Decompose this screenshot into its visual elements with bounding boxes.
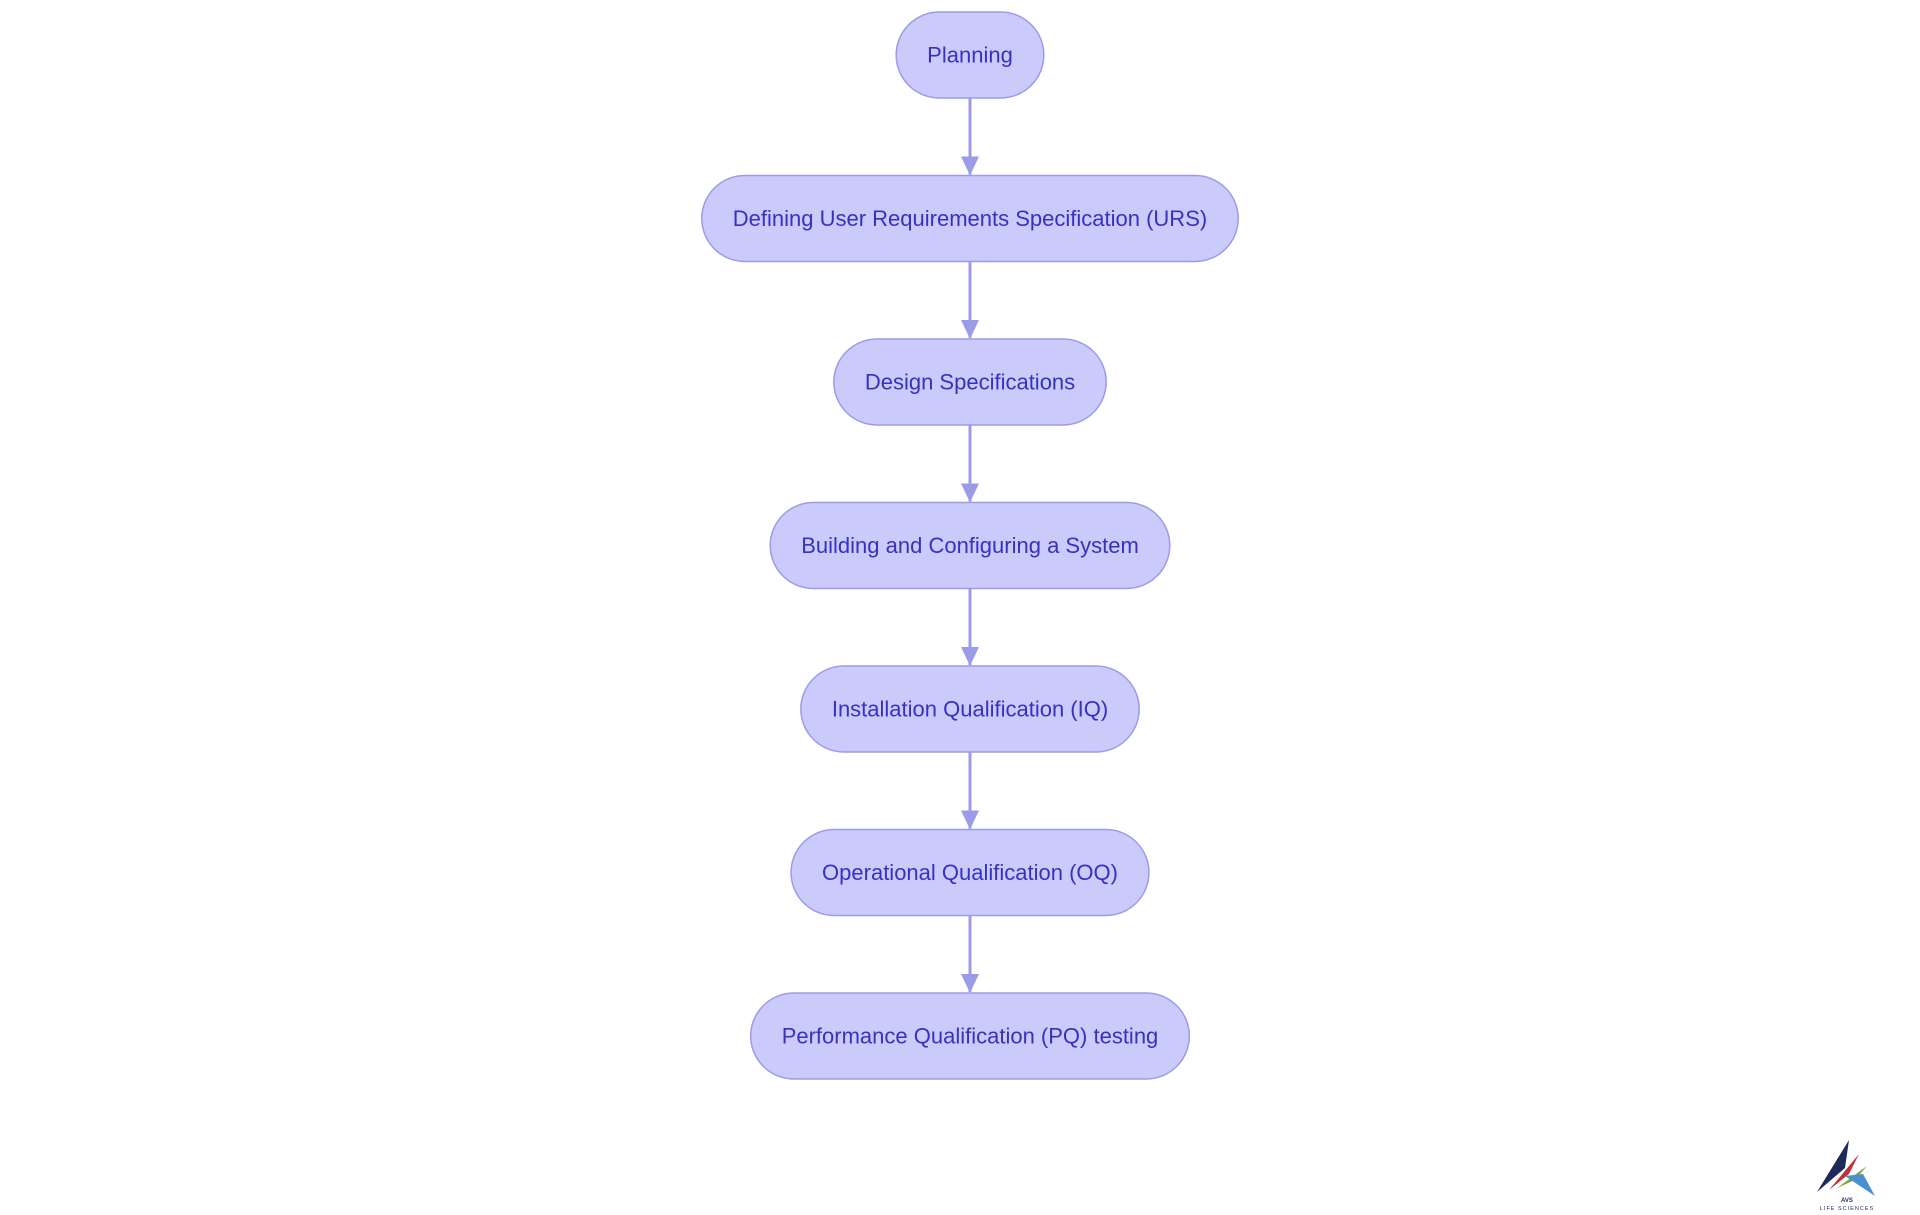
arrowhead: [961, 320, 979, 339]
flow-node-label: Installation Qualification (IQ): [832, 697, 1108, 722]
flow-node-shape: [749, 992, 1191, 1080]
arrowhead: [961, 810, 979, 830]
arrowhead: [961, 483, 979, 503]
edges: [961, 98, 979, 993]
flow-node-shape: [790, 828, 1150, 917]
flow-node-shape: [701, 174, 1239, 263]
flow-node-4: Building and Configuring a System: [769, 501, 1171, 590]
flow-node-label: Operational Qualification (OQ): [822, 860, 1118, 885]
flow-node-6: Operational Qualification (OQ): [790, 828, 1150, 917]
flow-node-label: Planning: [927, 43, 1013, 68]
flow-node-shape: [833, 338, 1107, 426]
logo-wordmark-top: AVS: [1841, 1198, 1853, 1204]
flow-node-2: Defining User Requirements Specification…: [701, 174, 1239, 263]
flow-node-label: Design Specifications: [865, 370, 1075, 395]
flow-node-shape: [800, 665, 1140, 753]
flow-node-1: Planning: [895, 11, 1045, 99]
arrowhead: [961, 647, 979, 666]
flow-node-label: Performance Qualification (PQ) testing: [782, 1024, 1159, 1049]
flow-node-7: Performance Qualification (PQ) testing: [749, 992, 1191, 1080]
flow-node-5: Installation Qualification (IQ): [800, 665, 1140, 753]
flow-node-label: Building and Configuring a System: [801, 533, 1139, 558]
flow-node-label: Defining User Requirements Specification…: [733, 206, 1207, 231]
avs-life-sciences-logo: AVS LIFE SCIENCES: [1817, 1140, 1875, 1212]
flow-node-shape: [769, 501, 1171, 590]
arrowhead: [961, 974, 979, 993]
logo-wordmark-bottom: LIFE SCIENCES: [1820, 1206, 1874, 1212]
flow-node-3: Design Specifications: [833, 338, 1107, 426]
flow-node-shape: [895, 11, 1045, 99]
arrowhead: [961, 156, 979, 176]
